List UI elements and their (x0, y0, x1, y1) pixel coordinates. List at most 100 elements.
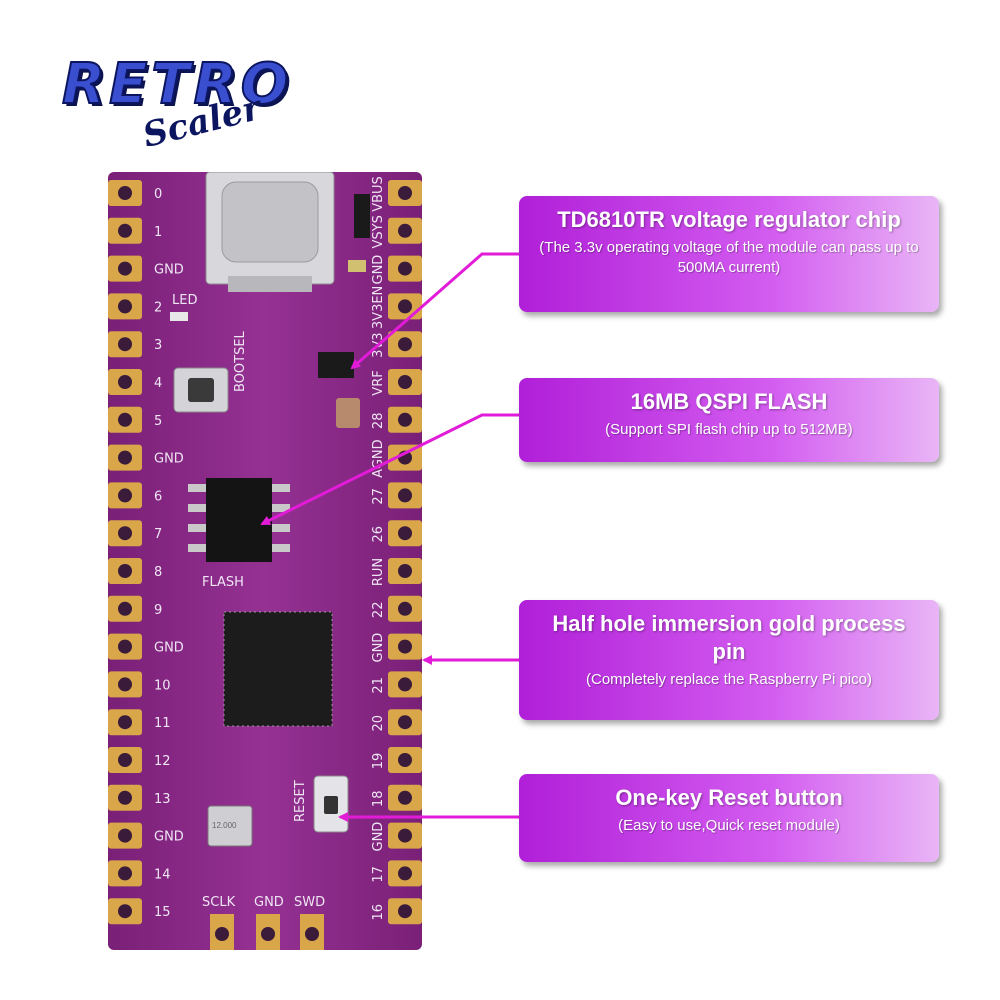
pin-hole (398, 639, 412, 654)
pin-hole (118, 715, 132, 730)
bootsel-button (173, 367, 229, 413)
pin-hole (398, 790, 412, 805)
pin-hole (398, 223, 412, 238)
pin-hole (398, 564, 412, 578)
right-pin-label: 17 (371, 866, 386, 883)
crystal-oscillator: 12.000 (207, 805, 253, 847)
sclk-label: SCLK (202, 895, 236, 910)
pin-hole (118, 412, 132, 427)
left-gold-pins (108, 180, 142, 925)
pin-hole (398, 337, 412, 352)
pin-hole (398, 677, 412, 692)
pin-hole (118, 450, 132, 465)
pin-hole (118, 601, 132, 616)
left-pin-label: 4 (154, 376, 162, 391)
right-pin-label: GND (371, 822, 386, 852)
pin-hole (118, 828, 132, 843)
left-pin-label: 0 (154, 187, 162, 202)
pin-hole (118, 488, 132, 503)
left-pin-label: 6 (154, 489, 162, 504)
right-pin-label: 26 (371, 526, 386, 543)
callout-title: 16MB QSPI FLASH (630, 389, 828, 414)
left-pin-label: 10 (154, 678, 171, 693)
right-pin-label: 21 (371, 677, 386, 694)
pin-hole (118, 299, 132, 314)
reset-label: RESET (293, 780, 308, 822)
pin-hole (398, 186, 412, 200)
left-pin-label: 9 (154, 603, 162, 618)
usb-c-connector (205, 172, 335, 292)
pin-hole (118, 753, 132, 767)
pin-hole (398, 828, 412, 843)
pin-hole (398, 261, 412, 276)
left-pin-label: 13 (154, 792, 171, 807)
pin-hole (118, 526, 132, 541)
left-pin-label: 2 (154, 300, 162, 315)
pin-hole (398, 866, 412, 881)
callout-subtitle: (Easy to use,Quick reset module) (618, 817, 840, 834)
callout-reset: One-key Reset button (Easy to use,Quick … (519, 774, 939, 862)
right-pin-label: 3V3 (371, 332, 386, 357)
right-pin-label: 28 (371, 413, 386, 430)
pin-hole (398, 412, 412, 427)
pin-hole (118, 790, 132, 805)
rp2040-chip (223, 611, 333, 727)
right-pin-label: 27 (371, 488, 386, 505)
bottom-swd-pads (210, 914, 324, 950)
swd-label: SWD (294, 895, 325, 910)
pin-hole (118, 904, 132, 919)
right-pin-label: 22 (371, 602, 386, 619)
right-pin-label: 16 (371, 904, 386, 921)
gnd-swd-label: GND (254, 895, 284, 910)
left-pin-label: GND (154, 452, 184, 467)
pin-hole (118, 677, 132, 692)
callout-subtitle: (The 3.3v operating voltage of the modul… (539, 239, 919, 276)
regulator-chip (318, 352, 354, 378)
callout-subtitle: (Support SPI flash chip up to 512MB) (605, 421, 853, 438)
retro-scaler-logo: RETRO Scaler (58, 51, 318, 162)
pin-hole (398, 375, 412, 389)
left-pin-label: 12 (154, 754, 171, 769)
logo-wordmark: RETRO (61, 51, 293, 118)
left-pin-label: GND (154, 641, 184, 656)
pin-hole (118, 261, 132, 276)
left-pin-label: GND (154, 263, 184, 278)
pin-hole (118, 337, 132, 352)
right-pin-label: 18 (371, 791, 386, 808)
left-pin-label: 5 (154, 414, 162, 429)
right-pin-label: GND (371, 255, 386, 285)
right-pin-label: 3V3EN (371, 286, 386, 329)
pin-hole (398, 753, 412, 767)
right-pin-label: VSYS (371, 215, 386, 248)
pin-hole (118, 186, 132, 200)
callout-regulator: TD6810TR voltage regulator chip (The 3.3… (519, 196, 939, 312)
pin-hole (118, 375, 132, 389)
left-pin-label: 14 (154, 867, 171, 882)
callout-flash: 16MB QSPI FLASH (Support SPI flash chip … (519, 378, 939, 462)
reset-button (313, 775, 349, 833)
bootsel-label: BOOTSEL (233, 330, 248, 392)
pin-hole (398, 601, 412, 616)
left-pin-label: 8 (154, 565, 162, 580)
led-label: LED (172, 293, 197, 308)
pin-hole (118, 223, 132, 238)
callout-title: TD6810TR voltage regulator chip (557, 207, 901, 232)
pin-hole (118, 639, 132, 654)
pin-hole (398, 450, 412, 465)
pin-hole (118, 564, 132, 578)
right-pin-label: AGND (371, 439, 386, 477)
pin-hole (398, 488, 412, 503)
pin-hole (398, 526, 412, 541)
right-pin-label: VBUS (371, 176, 386, 212)
right-pin-label: 20 (371, 715, 386, 732)
left-pin-label: 3 (154, 338, 162, 353)
right-pin-label: 19 (371, 753, 386, 770)
left-pin-label: GND (154, 830, 184, 845)
callout-pins: Half hole immersion gold process pin (Co… (519, 600, 939, 720)
pin-hole (398, 299, 412, 314)
left-pin-label: 15 (154, 905, 171, 920)
left-pin-label: 11 (154, 716, 171, 731)
pin-hole (398, 715, 412, 730)
left-pin-label: 7 (154, 527, 162, 542)
